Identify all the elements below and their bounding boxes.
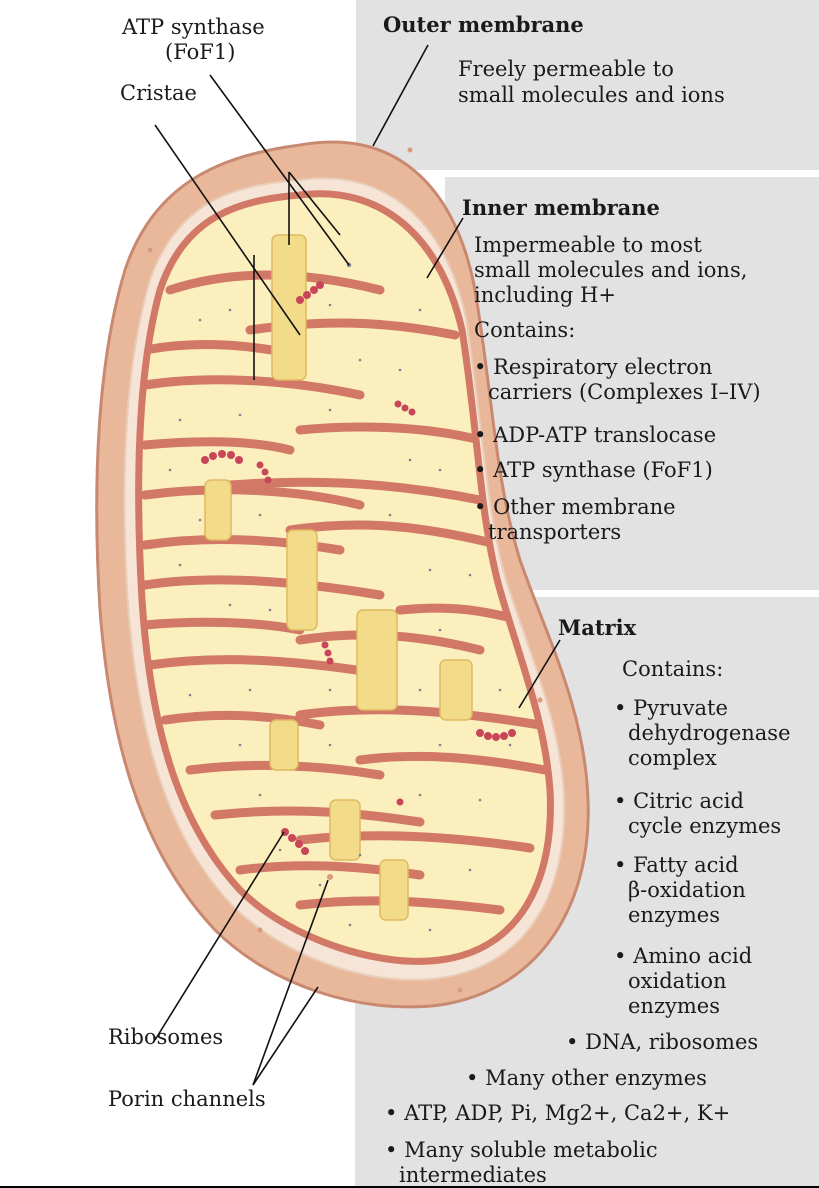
leader-porin-1: [253, 987, 318, 1085]
inner-membrane-item: • ADP-ATP translocase: [474, 423, 716, 448]
matrix-item: • Amino acid: [614, 944, 752, 969]
matrix-item-cont: enzymes: [628, 994, 720, 1019]
matrix-title: Matrix: [558, 615, 636, 640]
ribosomes-label-text: Ribosomes: [108, 1025, 223, 1049]
matrix-item-text: Pyruvate: [633, 696, 728, 720]
matrix-item-cont: dehydrogenase: [628, 721, 791, 746]
inner-membrane-item-text: ATP synthase (FoF1): [493, 458, 713, 482]
atp-synthase-label: ATP synthase: [122, 15, 265, 39]
porin-channels-label-text: Porin channels: [108, 1087, 266, 1111]
matrix-item-text: DNA, ribosomes: [585, 1030, 758, 1054]
matrix-item: • Many other enzymes: [466, 1066, 707, 1091]
matrix-item-cont: oxidation: [628, 969, 727, 994]
atp-synthase-formula-text: (FoF1): [165, 40, 235, 64]
inner-membrane-title: Inner membrane: [462, 195, 660, 220]
matrix-item: • Citric acid: [614, 789, 744, 814]
inner-membrane-item-cont: carriers (Complexes I–IV): [488, 380, 761, 405]
matrix-contains: Contains:: [622, 657, 723, 682]
inner-membrane-item-cont: transporters: [488, 520, 621, 545]
inner-membrane-item: • Other membrane: [474, 495, 676, 520]
outer-membrane-desc-2: small molecules and ions: [458, 83, 725, 108]
atp-synthase-label-text: ATP synthase: [122, 15, 265, 39]
matrix-item-cont: intermediates: [399, 1163, 547, 1188]
outer-membrane-desc-1: Freely permeable to: [458, 57, 674, 82]
matrix-item: • Pyruvate: [614, 696, 728, 721]
matrix-item: • ATP, ADP, Pi, Mg2+, Ca2+, K+: [385, 1101, 730, 1126]
matrix-item-text: Many other enzymes: [485, 1066, 707, 1090]
inner-membrane-desc-1: Impermeable to most: [474, 233, 702, 258]
inner-membrane-contains: Contains:: [474, 318, 575, 343]
inner-membrane-item-text: Respiratory electron: [493, 355, 712, 379]
matrix-item-text: Citric acid: [633, 789, 744, 813]
inner-membrane-item: • ATP synthase (FoF1): [474, 458, 713, 483]
ribosomes-label: Ribosomes: [108, 1025, 223, 1049]
inner-membrane-item: • Respiratory electron: [474, 355, 712, 380]
matrix-item-text: ATP, ADP, Pi, Mg2+, Ca2+, K+: [404, 1101, 730, 1125]
inner-membrane-desc-2: small molecules and ions,: [474, 258, 747, 283]
outer-membrane-title: Outer membrane: [383, 12, 584, 37]
matrix-item-text: Amino acid: [633, 944, 752, 968]
inner-membrane-desc-3: including H+: [474, 283, 616, 308]
matrix-item-cont: enzymes: [628, 903, 720, 928]
matrix-item-cont: β-oxidation: [628, 878, 746, 903]
matrix-item: • Fatty acid: [614, 853, 739, 878]
leader-outer-membrane: [373, 45, 428, 146]
matrix-item: • DNA, ribosomes: [566, 1030, 758, 1055]
porin-channels-label: Porin channels: [108, 1087, 266, 1111]
matrix-item-cont: cycle enzymes: [628, 814, 781, 839]
matrix-item: • Many soluble metabolic: [385, 1138, 658, 1163]
matrix-item-text: Fatty acid: [633, 853, 739, 877]
cristae-label: Cristae: [120, 81, 197, 105]
atp-synthase-formula-label: (FoF1): [165, 40, 235, 64]
inner-membrane-item-text: ADP-ATP translocase: [493, 423, 716, 447]
matrix-item-text: Many soluble metabolic: [404, 1138, 658, 1162]
inner-membrane-item-text: Other membrane: [493, 495, 676, 519]
matrix-item-cont: complex: [628, 746, 717, 771]
cristae-label-text: Cristae: [120, 81, 197, 105]
